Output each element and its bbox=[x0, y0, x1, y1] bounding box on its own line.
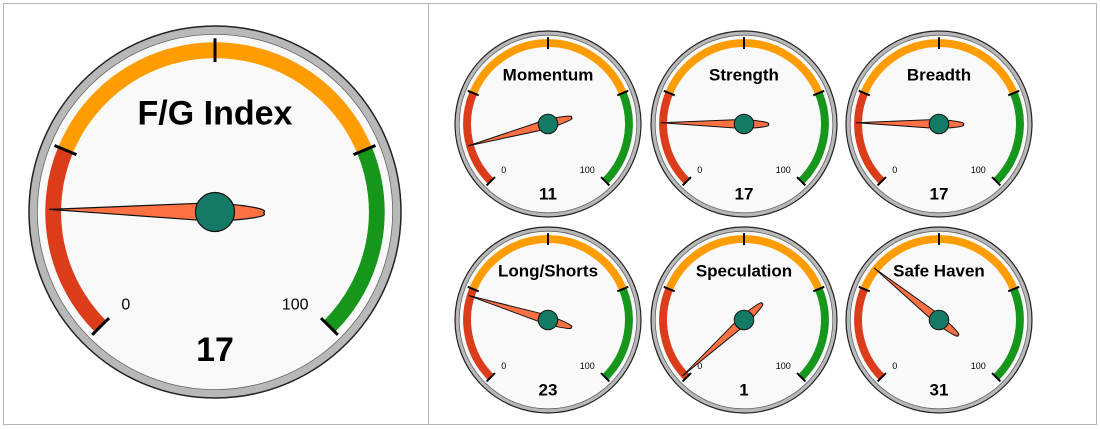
safe-haven-tick-100 bbox=[991, 372, 1002, 383]
long-shorts-max-label: 100 bbox=[580, 361, 595, 371]
strength-tick-75 bbox=[812, 89, 825, 97]
long-shorts-needle-hub bbox=[537, 309, 559, 331]
speculation-tick-0 bbox=[681, 372, 692, 383]
breadth-band-greed bbox=[993, 91, 1024, 185]
speculation-needle-hub bbox=[733, 309, 755, 331]
fg-index-band-fear bbox=[45, 147, 107, 333]
long-shorts-band-greed bbox=[602, 287, 633, 381]
speculation-group: Speculation 0 100 1 bbox=[650, 226, 838, 414]
strength-needle-hub bbox=[733, 113, 755, 135]
long-shorts-tick-75 bbox=[616, 285, 629, 293]
strength-value: 17 bbox=[735, 184, 754, 203]
speculation-band-greed bbox=[798, 287, 829, 381]
momentum-band-greed bbox=[602, 91, 633, 185]
momentum-max-label: 100 bbox=[580, 165, 595, 175]
momentum-min-label: 0 bbox=[501, 165, 506, 175]
speculation-tick-100 bbox=[796, 372, 807, 383]
safe-haven-tick-0 bbox=[876, 372, 887, 383]
safe-haven-tick-25 bbox=[858, 285, 871, 293]
momentum-group: Momentum 0 100 11 bbox=[454, 30, 642, 218]
momentum-value: 11 bbox=[539, 184, 557, 203]
breadth-max-label: 100 bbox=[971, 165, 986, 175]
safe-haven-tick-75 bbox=[1007, 285, 1020, 293]
momentum-title: Momentum bbox=[503, 65, 594, 84]
breadth-band-fear bbox=[854, 91, 885, 185]
breadth-tick-100 bbox=[991, 176, 1002, 187]
long-shorts-min-label: 0 bbox=[501, 361, 506, 371]
strength-group: Strength 0 100 17 bbox=[650, 30, 838, 218]
strength-min-label: 0 bbox=[697, 165, 702, 175]
safe-haven-max-label: 100 bbox=[971, 361, 986, 371]
speculation-title: Speculation bbox=[696, 261, 792, 280]
fg-index-value: 17 bbox=[196, 331, 234, 369]
fg-index-tick-75 bbox=[352, 144, 377, 156]
safe-haven-title: Safe Haven bbox=[893, 261, 985, 280]
long-shorts-band-fear bbox=[463, 287, 494, 381]
long-shorts-title: Long/Shorts bbox=[498, 261, 598, 280]
fg-index-needle-hub bbox=[194, 191, 236, 233]
fg-index-title: F/G Index bbox=[138, 95, 293, 133]
speculation-tick-25 bbox=[663, 285, 676, 293]
long-shorts-group: Long/Shorts 0 100 23 bbox=[454, 226, 642, 414]
strength-tick-25 bbox=[663, 89, 676, 97]
long-shorts-tick-25 bbox=[467, 285, 480, 293]
strength-band-greed bbox=[798, 91, 829, 185]
fg-index-tick-0 bbox=[91, 316, 111, 336]
fg-index-gauge: F/G Index 0 100 17 bbox=[28, 25, 402, 399]
breadth-value: 17 bbox=[930, 184, 949, 203]
long-shorts-value: 23 bbox=[539, 380, 558, 399]
breadth-tick-0 bbox=[876, 176, 887, 187]
breadth-min-label: 0 bbox=[892, 165, 897, 175]
strength-band-fear bbox=[659, 91, 690, 185]
momentum-tick-100 bbox=[600, 176, 611, 187]
safe-haven-band-fear bbox=[854, 287, 885, 381]
speculation-min-label: 0 bbox=[697, 361, 702, 371]
momentum-tick-75 bbox=[616, 89, 629, 97]
safe-haven-min-label: 0 bbox=[892, 361, 897, 371]
fg-index-group: F/G Index 0 100 17 bbox=[28, 25, 402, 399]
breadth-tick-75 bbox=[1007, 89, 1020, 97]
momentum-needle-hub bbox=[537, 113, 559, 135]
safe-haven-needle-hub bbox=[928, 309, 950, 331]
speculation-tick-75 bbox=[812, 285, 825, 293]
strength-tick-0 bbox=[681, 176, 692, 187]
long-shorts-tick-100 bbox=[600, 372, 611, 383]
fg-index-tick-25 bbox=[53, 144, 78, 156]
speculation-max-label: 100 bbox=[776, 361, 791, 371]
speculation-value: 1 bbox=[739, 380, 748, 399]
breadth-needle-hub bbox=[928, 113, 950, 135]
momentum-tick-0 bbox=[485, 176, 496, 187]
fg-index-tick-100 bbox=[319, 316, 339, 336]
long-shorts-tick-0 bbox=[485, 372, 496, 383]
safe-haven-value: 31 bbox=[930, 380, 949, 399]
strength-tick-100 bbox=[796, 176, 807, 187]
speculation-band-fear bbox=[659, 287, 690, 381]
safe-haven-band-greed bbox=[993, 287, 1024, 381]
safe-haven-group: Safe Haven 0 100 31 bbox=[845, 226, 1033, 414]
breadth-title: Breadth bbox=[907, 65, 971, 84]
strength-max-label: 100 bbox=[776, 165, 791, 175]
momentum-band-fear bbox=[463, 91, 494, 185]
breadth-tick-25 bbox=[858, 89, 871, 97]
fg-index-min-label: 0 bbox=[121, 297, 130, 314]
strength-title: Strength bbox=[709, 65, 779, 84]
fg-index-band-greed bbox=[323, 147, 385, 333]
main-gauge-panel: F/G Index 0 100 17 bbox=[3, 3, 429, 425]
momentum-tick-25 bbox=[467, 89, 480, 97]
breadth-group: Breadth 0 100 17 bbox=[845, 30, 1033, 218]
fg-index-max-label: 100 bbox=[282, 297, 309, 314]
